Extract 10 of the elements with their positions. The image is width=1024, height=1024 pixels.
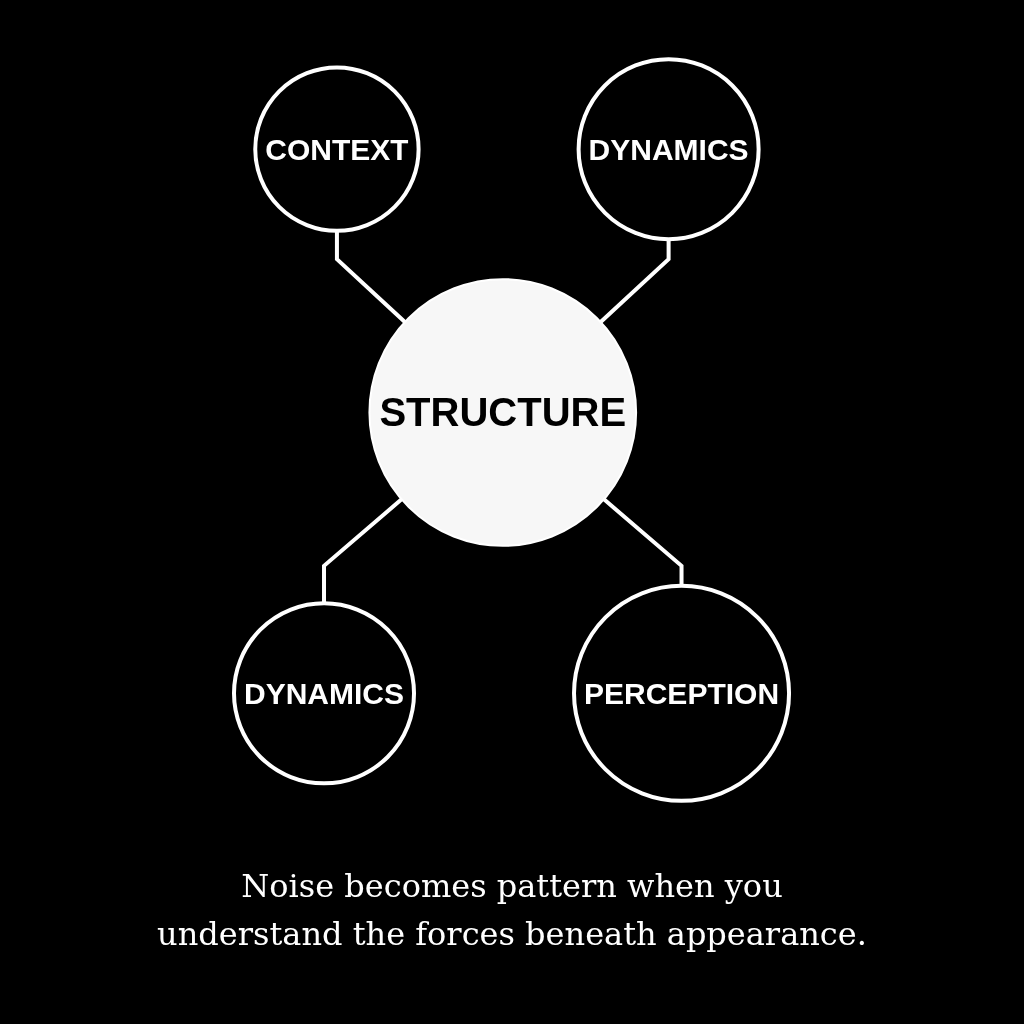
node-circle: DYNAMICS (232, 601, 417, 786)
node-circle: DYNAMICS (577, 57, 762, 242)
connector (322, 497, 404, 604)
node-circle: STRUCTURE (368, 278, 638, 547)
node-circle: CONTEXT (253, 65, 422, 233)
node-circle: PERCEPTION (572, 583, 792, 803)
connector (599, 239, 672, 324)
connector (335, 230, 407, 324)
connector (603, 497, 684, 586)
caption: Noise becomes pattern when you understand the forces beneath appearance. (156, 866, 868, 955)
